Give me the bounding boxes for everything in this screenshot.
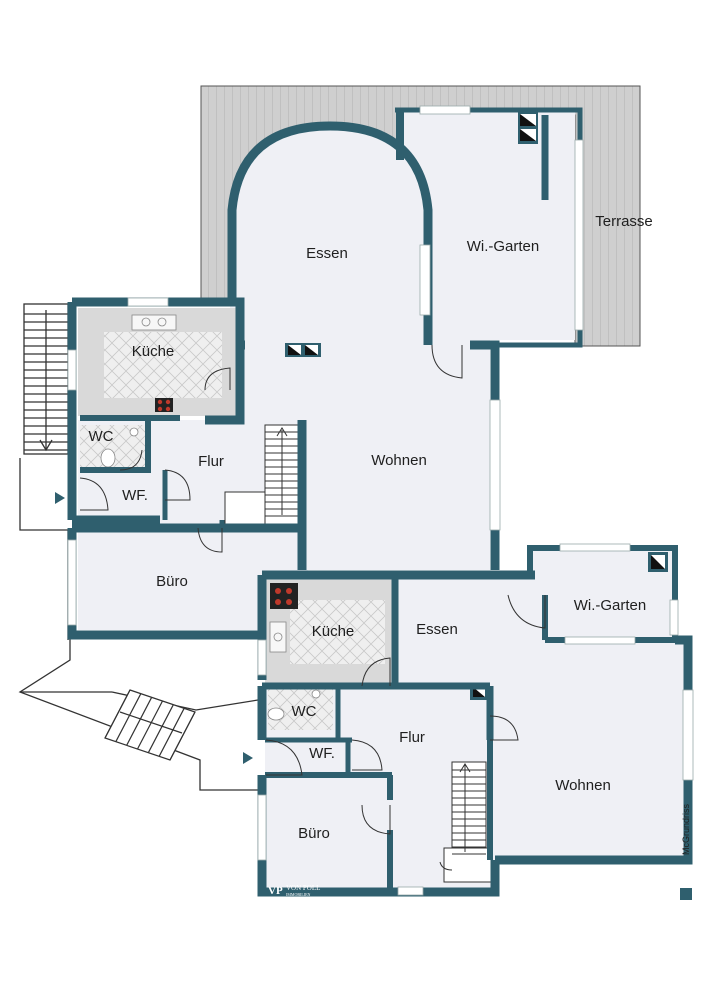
logo-sub: IMMOBILIEN — [286, 892, 311, 897]
ramp-tread — [169, 711, 196, 761]
ramp-tread — [158, 708, 185, 757]
upper-wintergarten-vents — [518, 112, 538, 144]
exterior-stairs — [18, 303, 259, 791]
lower-kitchen — [265, 578, 395, 683]
lower-wc — [267, 688, 333, 730]
lower-windows — [257, 543, 694, 896]
lower-wintergarten-vent — [648, 552, 668, 572]
ramp-tread — [126, 697, 153, 746]
upper-inner-stair — [224, 424, 299, 526]
upper-chimney — [285, 343, 321, 357]
upper-kitchen — [78, 308, 238, 416]
room-label-wc-bottom: WC — [292, 703, 317, 720]
ramp-tread — [136, 700, 164, 750]
room-label-wohnen-top: Wohnen — [371, 452, 427, 469]
corner-marker — [680, 888, 692, 900]
room-label-buero-top: Büro — [156, 573, 188, 590]
lower-doors — [265, 594, 546, 871]
ramp-tread — [115, 693, 142, 742]
room-label-flur-bottom: Flur — [399, 729, 425, 746]
entrance-arrow-top — [55, 492, 65, 504]
room-label-wintergarten-top: Wi.-Garten — [467, 238, 540, 255]
watermark-mcgrundriss: McGrundriss — [681, 803, 691, 855]
room-label-wf-bottom: WF. — [309, 745, 335, 762]
upper-windows — [67, 105, 584, 626]
room-label-kueche-bottom: Küche — [312, 623, 355, 640]
upper-doors — [79, 344, 463, 553]
ramp-tread — [147, 704, 174, 753]
room-label-kueche-top: Küche — [132, 343, 175, 360]
room-label-wintergarten-bottom: Wi.-Garten — [574, 597, 647, 614]
von-poll-logo: VP VON POLL IMMOBILIEN — [268, 884, 320, 897]
entrance-arrow-bottom — [243, 752, 253, 764]
room-label-terrasse: Terrasse — [595, 213, 653, 230]
logo-mark: VP — [268, 885, 283, 897]
room-label-wf-top: WF. — [122, 487, 148, 504]
upper-wc — [80, 425, 148, 469]
room-label-essen-bottom: Essen — [416, 621, 458, 638]
room-label-wc-top: WC — [89, 428, 114, 445]
room-label-essen-top: Essen — [306, 245, 348, 262]
room-label-buero-bottom: Büro — [298, 825, 330, 842]
exterior-ramp-stair — [104, 689, 196, 761]
logo-name: VON POLL — [286, 884, 320, 892]
ramp-tread — [104, 689, 131, 739]
lower-inner-stair — [443, 761, 493, 883]
room-label-wohnen-bottom: Wohnen — [555, 777, 611, 794]
room-label-flur-top: Flur — [198, 453, 224, 470]
